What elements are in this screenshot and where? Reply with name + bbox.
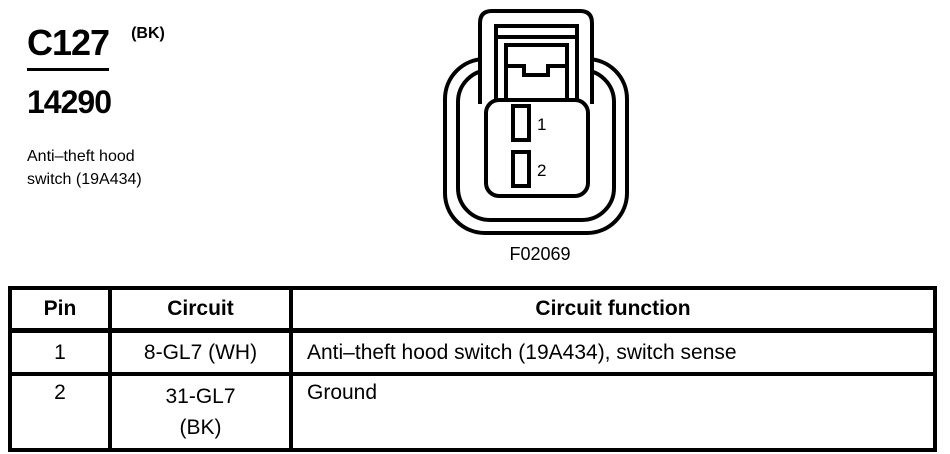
pin-1-label: 1: [537, 115, 546, 134]
connector-color-code: (BK): [131, 25, 165, 42]
pin-cell: 1: [8, 328, 112, 376]
circuit-cell: 8-GL7 (WH): [108, 328, 293, 376]
pin-cell: 2: [8, 372, 112, 452]
figure-caption: F02069: [509, 244, 570, 264]
latch-lock-frame: [504, 43, 569, 104]
latch-notch-line: [504, 64, 569, 77]
pin-2-slot: [511, 150, 531, 188]
connector-id: C127: [27, 22, 110, 71]
connector-figure: 1 2 F02069: [430, 0, 650, 270]
pin-2-label: 2: [537, 161, 546, 180]
table-row-pin-1: 1 8-GL7 (WH) Anti–theft hood switch (19A…: [8, 328, 937, 376]
latch-inner-frame: [494, 24, 579, 104]
column-header-circuit: Circuit: [108, 286, 293, 333]
table-row-pin-2: 2 31-GL7 (BK) Ground: [8, 372, 937, 452]
column-header-pin: Pin: [8, 286, 112, 333]
circuit-function-cell: Anti–theft hood switch (19A434), switch …: [289, 328, 937, 376]
circuit-cell: 31-GL7 (BK): [108, 372, 293, 452]
column-header-circuit-function: Circuit function: [289, 286, 937, 333]
circuit-function-cell: Ground: [289, 372, 937, 452]
table-header-row: Pin Circuit Circuit function: [8, 286, 937, 333]
connector-diagram-icon: 1 2 F02069: [443, 9, 629, 264]
part-number: 14290: [27, 84, 112, 120]
pinout-table: Pin Circuit Circuit function 1 8-GL7 (WH…: [8, 286, 937, 452]
connector-heading: C127 (BK) 14290 Anti–theft hood switch (…: [27, 22, 165, 191]
connector-id-row: C127 (BK): [27, 22, 165, 71]
connector-description: Anti–theft hood switch (19A434): [27, 148, 142, 188]
pin-1-slot: [511, 104, 531, 142]
